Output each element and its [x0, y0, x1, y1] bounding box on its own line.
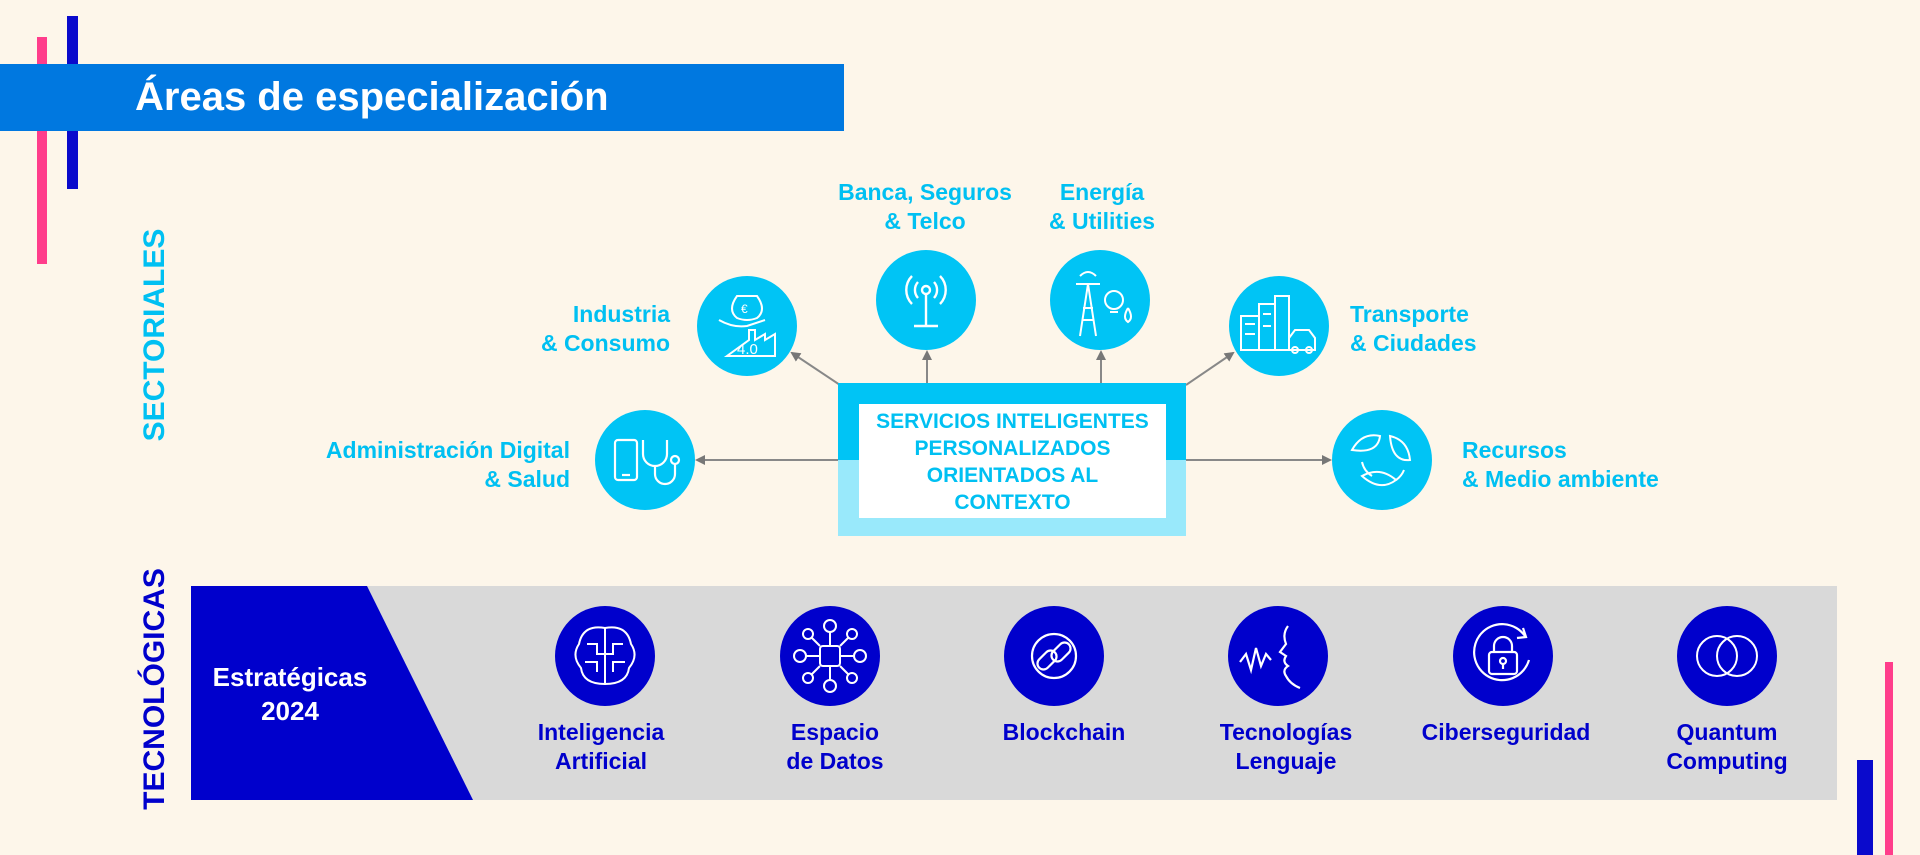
center-line: PERSONALIZADOS [914, 437, 1111, 460]
tech-label-line: Lenguaje [1235, 748, 1337, 774]
sector-label-administracion: Administración Digital & Salud [300, 436, 570, 494]
sector-label-line: & Consumo [540, 330, 670, 356]
sector-label-line: Recursos [1462, 437, 1567, 463]
sector-label-line: & Medio ambiente [1462, 466, 1659, 492]
sector-label-line: Energía [1059, 179, 1145, 205]
tech-badge-text: Estratégicas 2024 [200, 660, 380, 728]
sector-label-line: Transporte [1350, 301, 1469, 327]
center-box-text: SERVICIOS INTELIGENTES PERSONALIZADOS OR… [859, 408, 1166, 516]
tech-badge-line: 2024 [261, 696, 319, 726]
sector-label-line: & Utilities [1048, 208, 1156, 234]
tech-label-line: Quantum [1676, 719, 1778, 745]
sector-label-line: & Ciudades [1350, 330, 1477, 356]
tech-label-ciberseguridad: Ciberseguridad [1406, 718, 1606, 747]
sector-label-transporte: Transporte & Ciudades [1350, 300, 1550, 358]
center-line: SERVICIOS INTELIGENTES [876, 410, 1149, 433]
leaves-recycle-icon [1332, 410, 1432, 510]
tech-label-line: Artificial [554, 748, 648, 774]
industria-badge: 4.0 [737, 341, 758, 358]
brain-icon [555, 606, 655, 706]
tech-label-line: Tecnologías [1219, 719, 1353, 745]
title-bar [0, 64, 844, 131]
data-network-icon [780, 606, 880, 706]
tech-label-line: Blockchain [1002, 719, 1126, 745]
center-box-inner [859, 404, 1166, 518]
page-title: Áreas de especialización [135, 75, 609, 119]
tech-label-line: de Datos [786, 748, 884, 774]
tech-badge-shape [191, 586, 473, 800]
sector-label-line: Administración Digital [325, 437, 570, 463]
tech-label-blockchain: Blockchain [964, 718, 1164, 747]
sector-label-line: Banca, Seguros [838, 179, 1012, 205]
sector-label-recursos: Recursos & Medio ambiente [1462, 436, 1702, 494]
antenna-icon [876, 250, 976, 350]
arrow-to-transporte [1185, 351, 1235, 386]
energy-tower-icon [1050, 250, 1150, 350]
tech-label-line: Espacio [790, 719, 880, 745]
city-car-icon [1229, 276, 1329, 376]
sector-label-energia: Energía & Utilities [1012, 178, 1192, 236]
tech-label-line: Ciberseguridad [1421, 719, 1591, 745]
tech-label-lenguaje: Tecnologías Lenguaje [1186, 718, 1386, 776]
sector-label-banca: Banca, Seguros & Telco [823, 178, 1027, 236]
accent-bar-blue-bottom [1857, 760, 1873, 855]
sector-label-line: & Telco [884, 208, 966, 234]
tech-label-ia: Inteligencia Artificial [501, 718, 701, 776]
sector-label-line: & Salud [484, 466, 570, 492]
tech-label-quantum: Quantum Computing [1627, 718, 1827, 776]
tech-band [191, 586, 1837, 800]
tech-label-line: Computing [1666, 748, 1788, 774]
sector-label-industria: Industria & Consumo [470, 300, 670, 358]
factory-money-icon: € 4.0 [697, 276, 797, 376]
sector-label-line: Industria [572, 301, 670, 327]
overlapping-circles-icon [1677, 606, 1777, 706]
tech-label-datos: Espacio de Datos [735, 718, 935, 776]
arrow-to-industria [790, 351, 841, 386]
center-line: CONTEXTO [954, 491, 1071, 514]
speaking-face-icon [1228, 606, 1328, 706]
padlock-icon [1453, 606, 1553, 706]
chain-link-icon [1004, 606, 1104, 706]
accent-bar-pink-bottom [1885, 662, 1893, 855]
phone-stethoscope-icon [595, 410, 695, 510]
center-line: ORIENTADOS AL [926, 464, 1099, 487]
accent-bar-pink-top [37, 37, 47, 264]
tech-badge-line: Estratégicas [212, 662, 368, 692]
svg-text:€: € [741, 302, 748, 316]
tech-label-line: Inteligencia [537, 719, 665, 745]
